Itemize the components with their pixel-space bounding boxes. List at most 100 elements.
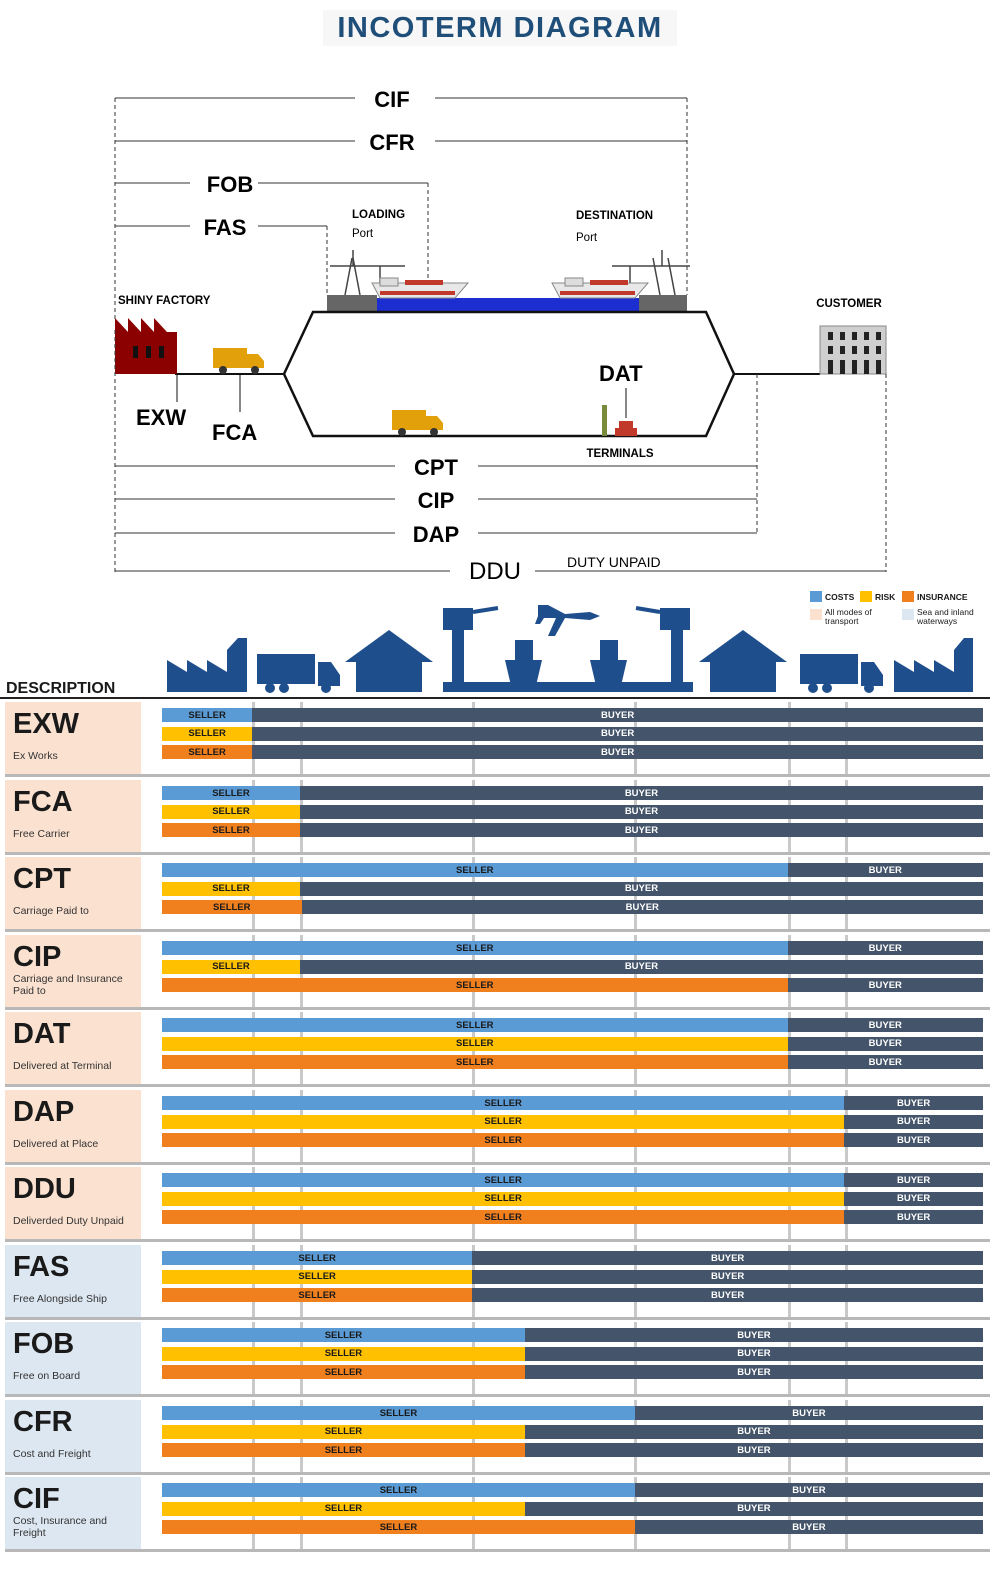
term-code: FAS: [13, 1251, 70, 1283]
buyer-bar-risk: BUYER: [299, 959, 983, 974]
insurance-swatch: [902, 591, 914, 602]
buyer-bar-risk: BUYER: [844, 1191, 983, 1206]
ddu-label: DDU: [469, 558, 521, 585]
warehouse-icon: [345, 630, 433, 692]
seller-bar-insurance: SELLER: [162, 1443, 525, 1457]
dap-label: DAP: [413, 522, 459, 547]
buyer-bar-risk: BUYER: [844, 1114, 983, 1129]
legend-risk: RISK: [875, 592, 896, 602]
buyer-bar-costs: BUYER: [299, 786, 983, 800]
exw-label: EXW: [136, 405, 186, 430]
seller-bar-costs: SELLER: [162, 941, 788, 955]
customer-building-icon: [819, 325, 887, 375]
term-code: FCA: [13, 786, 73, 818]
buyer-bar-costs: BUYER: [524, 1328, 983, 1342]
term-name: Free on Board: [13, 1370, 81, 1382]
factory-icon: [167, 638, 247, 692]
buyer-bar-risk: BUYER: [787, 1036, 983, 1051]
truck-icon: [213, 348, 264, 374]
warehouse-icon: [699, 630, 787, 692]
buyer-bar-insurance: BUYER: [299, 823, 983, 837]
term-name: Carriage and Insurance Paid to: [13, 973, 123, 997]
buyer-bar-insurance: BUYER: [844, 1133, 983, 1147]
truck-icon: [392, 410, 443, 436]
ship-left-icon: [371, 277, 470, 299]
seller-bar-insurance: SELLER: [162, 1365, 525, 1379]
fob-label: FOB: [207, 172, 253, 197]
row-divider: [5, 1083, 990, 1087]
cif-label: CIF: [374, 87, 409, 112]
term-code: DAT: [13, 1018, 71, 1050]
ship-right-icon: [551, 277, 650, 299]
buyer-bar-costs: BUYER: [634, 1483, 983, 1497]
row-divider: [5, 1316, 990, 1320]
buyer-bar-insurance: BUYER: [787, 1055, 983, 1069]
truck-icon: [257, 654, 340, 693]
port-crane-icon: [635, 606, 690, 692]
risk-swatch: [860, 591, 872, 602]
term-name: Ex Works: [13, 750, 58, 762]
seller-bar-risk: SELLER: [162, 1036, 788, 1051]
term-name: Delivered at Place: [13, 1138, 99, 1150]
legend-costs: COSTS: [825, 592, 855, 602]
buyer-bar-costs: BUYER: [844, 1173, 983, 1187]
seller-bar-risk: SELLER: [162, 1269, 473, 1284]
term-code: FOB: [13, 1328, 75, 1360]
seller-bar-costs: SELLER: [162, 1406, 635, 1420]
destination-port-sub: Port: [576, 232, 598, 244]
seller-bar-costs: SELLER: [162, 708, 253, 722]
row-divider: [5, 928, 990, 932]
term-code: DDU: [13, 1173, 76, 1205]
term-code: EXW: [13, 708, 80, 740]
factory-label: SHINY FACTORY: [118, 295, 211, 307]
seller-bar-risk: SELLER: [162, 1501, 525, 1516]
seller-bar-risk: SELLER: [162, 881, 300, 896]
buyer-bar-insurance: BUYER: [844, 1210, 983, 1224]
seller-bar-risk: SELLER: [162, 804, 300, 819]
port-crane-icon: [443, 606, 693, 692]
buyer-bar-insurance: BUYER: [301, 900, 983, 914]
buyer-bar-costs: BUYER: [844, 1096, 983, 1110]
legend-all-modes: All modes of transport: [825, 607, 872, 626]
seller-bar-risk: SELLER: [162, 1114, 845, 1129]
term-name: Delivered at Terminal: [13, 1060, 112, 1072]
term-description-box: DAT Delivered at Terminal: [5, 1012, 141, 1086]
buyer-bar-risk: BUYER: [299, 804, 983, 819]
term-description-box: EXW Ex Works: [5, 702, 141, 776]
ship-icon: [505, 640, 627, 690]
term-description-box: FOB Free on Board: [5, 1322, 141, 1396]
row-divider: [5, 1548, 990, 1552]
seller-bar-insurance: SELLER: [162, 1133, 845, 1147]
term-code: CIF: [13, 1483, 60, 1515]
seller-bar-insurance: SELLER: [162, 1288, 473, 1302]
seller-bar-costs: SELLER: [162, 1483, 635, 1497]
term-name: Cost, Insurance and Freight: [13, 1515, 107, 1539]
row-divider: [5, 1471, 990, 1475]
loading-port-label: LOADING: [352, 209, 405, 221]
seller-bar-insurance: SELLER: [162, 745, 253, 759]
buyer-bar-insurance: BUYER: [252, 745, 983, 759]
buyer-bar-costs: BUYER: [634, 1406, 983, 1420]
loading-port-sub: Port: [352, 228, 374, 240]
term-name: Cost and Freight: [13, 1448, 91, 1460]
seller-bar-costs: SELLER: [162, 863, 788, 877]
cpt-label: CPT: [414, 455, 459, 480]
term-code: CPT: [13, 863, 71, 895]
buyer-bar-costs: BUYER: [787, 863, 983, 877]
buyer-bar-insurance: BUYER: [787, 978, 983, 992]
buyer-bar-costs: BUYER: [472, 1251, 983, 1265]
row-divider: [5, 1238, 990, 1242]
customer-label: CUSTOMER: [816, 298, 882, 310]
crane-right-icon: [612, 250, 690, 296]
transport-icons: [0, 605, 990, 699]
seller-bar-insurance: SELLER: [162, 978, 788, 992]
row-divider: [5, 1006, 990, 1010]
